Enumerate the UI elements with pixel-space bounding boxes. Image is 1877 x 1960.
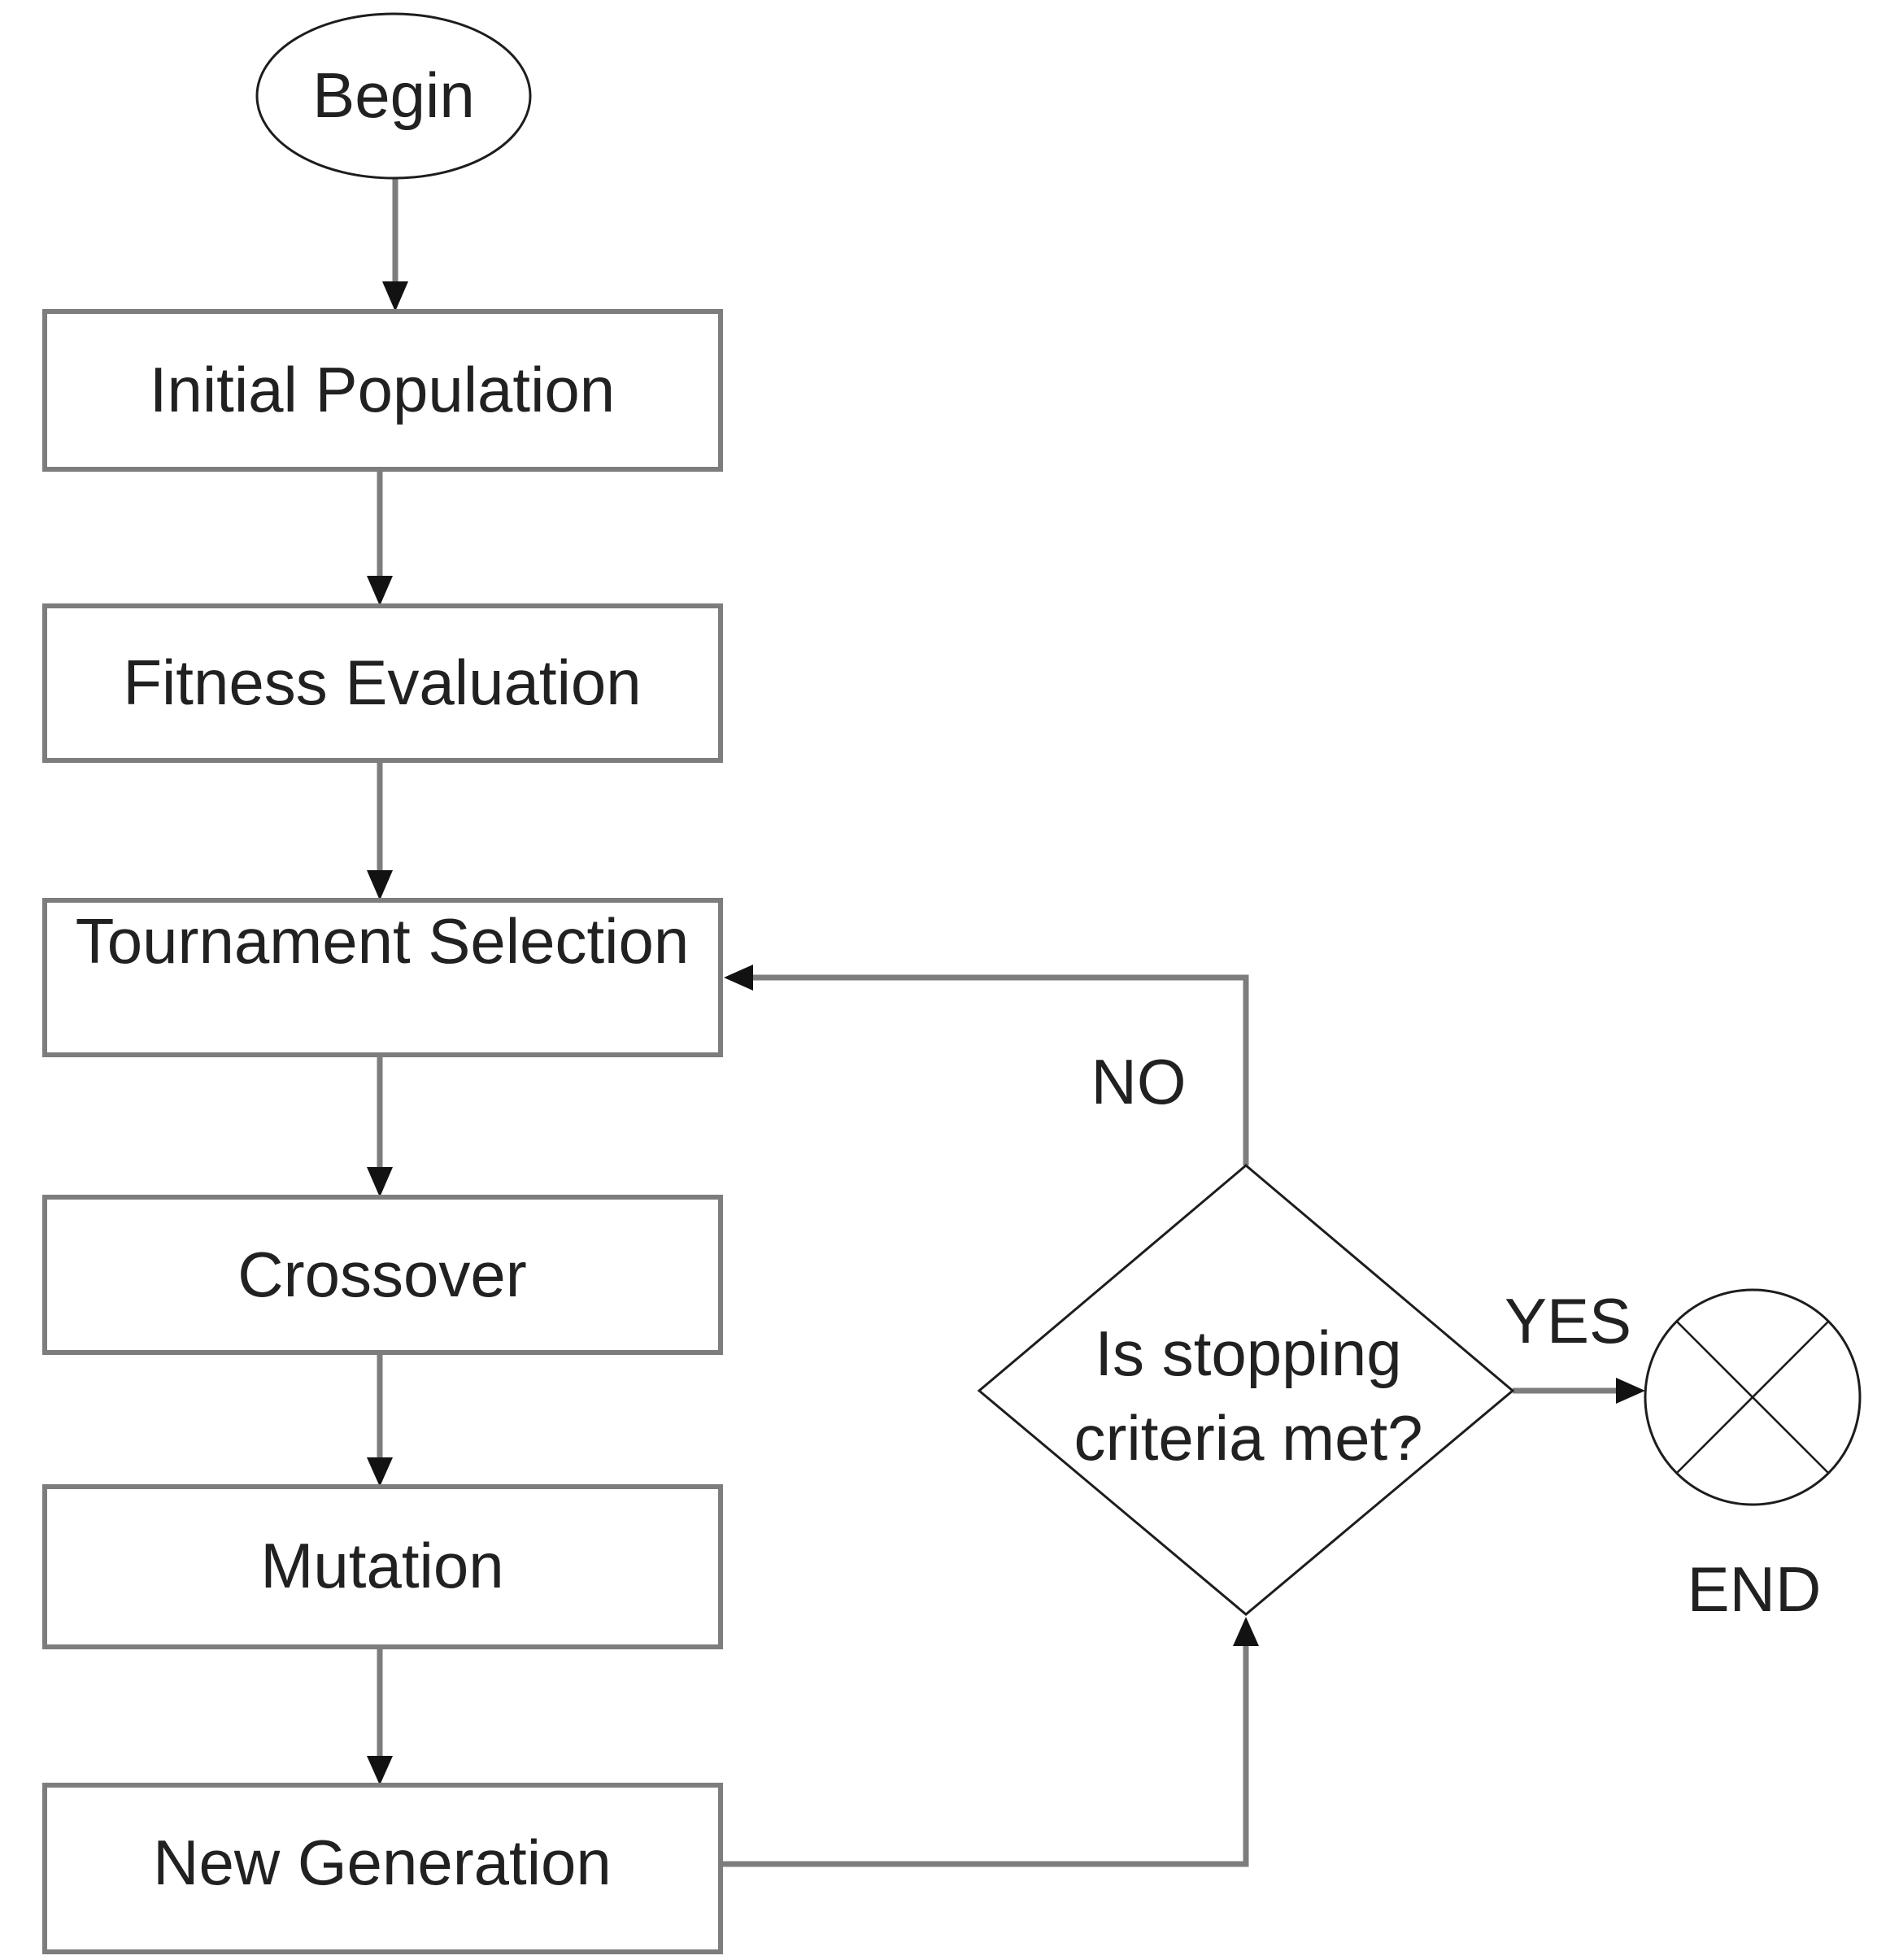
yes-branch-label: YES bbox=[1504, 1285, 1632, 1357]
arrowhead-into-initial-population bbox=[382, 281, 408, 311]
initial-population-label: Initial Population bbox=[149, 354, 616, 426]
edge-new-generation-to-decision bbox=[721, 1646, 1249, 1867]
decision-label: Is stopping criteria met? bbox=[1074, 1311, 1422, 1480]
tournament-selection-label: Tournament Selection bbox=[75, 905, 690, 978]
begin-label: Begin bbox=[312, 59, 475, 132]
process-box-fitness-evaluation bbox=[42, 603, 723, 763]
arrowhead-into-tournament-selection bbox=[367, 870, 393, 900]
fitness-evaluation-label: Fitness Evaluation bbox=[123, 647, 642, 719]
no-branch-label: NO bbox=[1091, 1046, 1187, 1118]
begin-terminator-ellipse bbox=[255, 12, 532, 180]
process-box-initial-population bbox=[42, 309, 723, 472]
decision-diamond bbox=[977, 1164, 1515, 1616]
arrowhead-yes-into-end bbox=[1616, 1378, 1645, 1404]
arrowhead-into-mutation bbox=[367, 1457, 393, 1487]
new-generation-label: New Generation bbox=[153, 1827, 612, 1899]
end-circle-x-diagonal-2 bbox=[1676, 1321, 1829, 1474]
process-box-mutation bbox=[42, 1484, 723, 1649]
arrowhead-into-new-generation bbox=[367, 1756, 393, 1785]
process-box-crossover bbox=[42, 1195, 723, 1355]
arrowhead-into-decision-bottom bbox=[1233, 1617, 1259, 1646]
arrowhead-into-fitness-evaluation bbox=[367, 576, 393, 606]
arrowhead-into-crossover bbox=[367, 1167, 393, 1197]
mutation-label: Mutation bbox=[260, 1530, 504, 1602]
decision-label-line1: Is stopping bbox=[1095, 1318, 1402, 1389]
crossover-label: Crossover bbox=[237, 1239, 527, 1311]
edge-decision-no-loop bbox=[753, 974, 1249, 1165]
process-box-tournament-selection bbox=[42, 898, 723, 1057]
arrowhead-no-into-tournament-selection bbox=[724, 965, 753, 991]
decision-label-line2: criteria met? bbox=[1074, 1402, 1423, 1474]
end-label: END bbox=[1687, 1553, 1822, 1626]
process-box-new-generation bbox=[42, 1783, 723, 1954]
